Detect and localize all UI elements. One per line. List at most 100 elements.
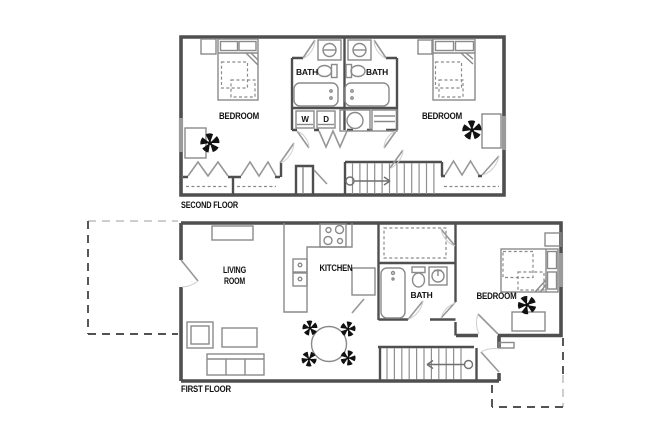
sofa [206,353,265,376]
stove-icon [319,223,347,248]
bed-icon [217,38,259,101]
laundry-door-right [383,130,397,149]
laundry-bifold-door [318,129,348,149]
hall-door [440,301,457,319]
desk-chair-icon [195,128,224,157]
first-floor-label: FIRST FLOOR [181,384,231,395]
bath-door [407,300,424,321]
entry-stoop [498,341,515,349]
second-floor-plan: BEDROOM BEDROOM [178,35,507,211]
first-floor-exterior-wall-left-bottom [179,223,501,383]
closet-swing-door [481,155,500,176]
first-floor-bedroom: BEDROOM [476,232,562,335]
living-room: LIVING ROOM [186,225,265,376]
sink-vanity-icon [347,39,372,61]
patio-door [180,259,199,282]
bath-closet-walls [377,223,457,336]
kitchen-hall-door [351,298,365,314]
refrigerator [351,267,376,296]
laundry-closet: W D [295,109,398,149]
bath-core-walls [290,37,399,132]
stairs-down-icon [378,345,478,381]
bedroom-left-door [279,142,295,164]
dresser [511,311,546,332]
sink-vanity-icon [317,39,342,61]
bifold-door [240,160,277,178]
toilet-icon [316,63,338,79]
shelf-closet [371,109,398,132]
kitchen-label: KITCHEN [320,263,353,273]
bath-left: BATH [293,39,342,107]
stair-walls [378,345,478,381]
entry [480,341,515,373]
living-room-label-line2: ROOM [224,276,245,286]
hall-closet [294,164,328,195]
armchair [186,321,214,349]
bathtub-icon [344,82,390,107]
bedroom-right-label: BEDROOM [422,111,462,121]
dining-chair-icon [334,344,361,371]
pillow [238,40,257,52]
shelves [374,115,395,123]
bedroom-door [477,313,499,335]
pillow [454,40,475,52]
bifold-door [444,159,480,177]
nightstand [200,38,217,55]
entry-door [480,351,500,373]
blanket-fold [245,52,259,66]
nightstand [544,232,562,247]
living-room-label-line1: LIVING [223,265,246,275]
bath-right-door [373,39,387,59]
bedroom-label: BEDROOM [477,291,517,301]
second-floor-label: SECOND FLOOR [181,200,238,211]
wire-shelf [383,227,447,259]
direction-arrow [354,176,391,186]
desk-chair-icon [512,290,542,319]
bath-left-door [302,39,316,59]
closets-left [183,160,280,194]
toilet-icon [411,266,426,288]
washer-icon [295,110,315,129]
patio-right-outline [491,338,564,408]
closets-right [441,155,500,188]
second-floor-bedroom-left: BEDROOM [184,38,295,177]
toilet-icon [345,63,366,79]
dryer-label: D [323,115,329,124]
newel-post [463,359,474,370]
first-floor-plan: LIVING ROOM [87,220,564,408]
first-floor-bath: BATH [380,266,457,321]
desk [481,113,502,149]
desk-chair-icon [458,114,488,145]
second-floor-bedroom-right: BEDROOM [389,38,502,169]
dining-table [310,325,348,363]
direction-arrow [426,359,465,370]
bath-label: BATH [411,291,433,300]
patio-left-outline [87,220,178,335]
bifold-door [187,160,229,178]
washer-label: W [301,115,309,124]
dining-set [296,315,361,372]
linen-closet [383,227,456,259]
console-table [211,225,254,241]
sink-icon [428,266,448,286]
bath-right: BATH [344,39,390,107]
water-heater-icon [346,111,364,130]
hall-closet-door [313,169,328,185]
dryer-icon [316,110,336,129]
closet-door [440,228,456,247]
bed-icon [500,248,559,293]
pillow [546,271,558,290]
water-heater-closet [339,109,371,132]
coffee-table [221,327,258,348]
stairs-up-icon [345,163,435,194]
bathtub-icon [293,82,339,107]
blanket-fold [460,52,474,65]
pillow [434,40,455,52]
bedroom-left-label: BEDROOM [219,111,259,121]
bed-icon [432,38,476,101]
kitchen: KITCHEN [283,223,376,314]
nightstand [417,39,433,55]
bath-left-label: BATH [296,68,318,77]
